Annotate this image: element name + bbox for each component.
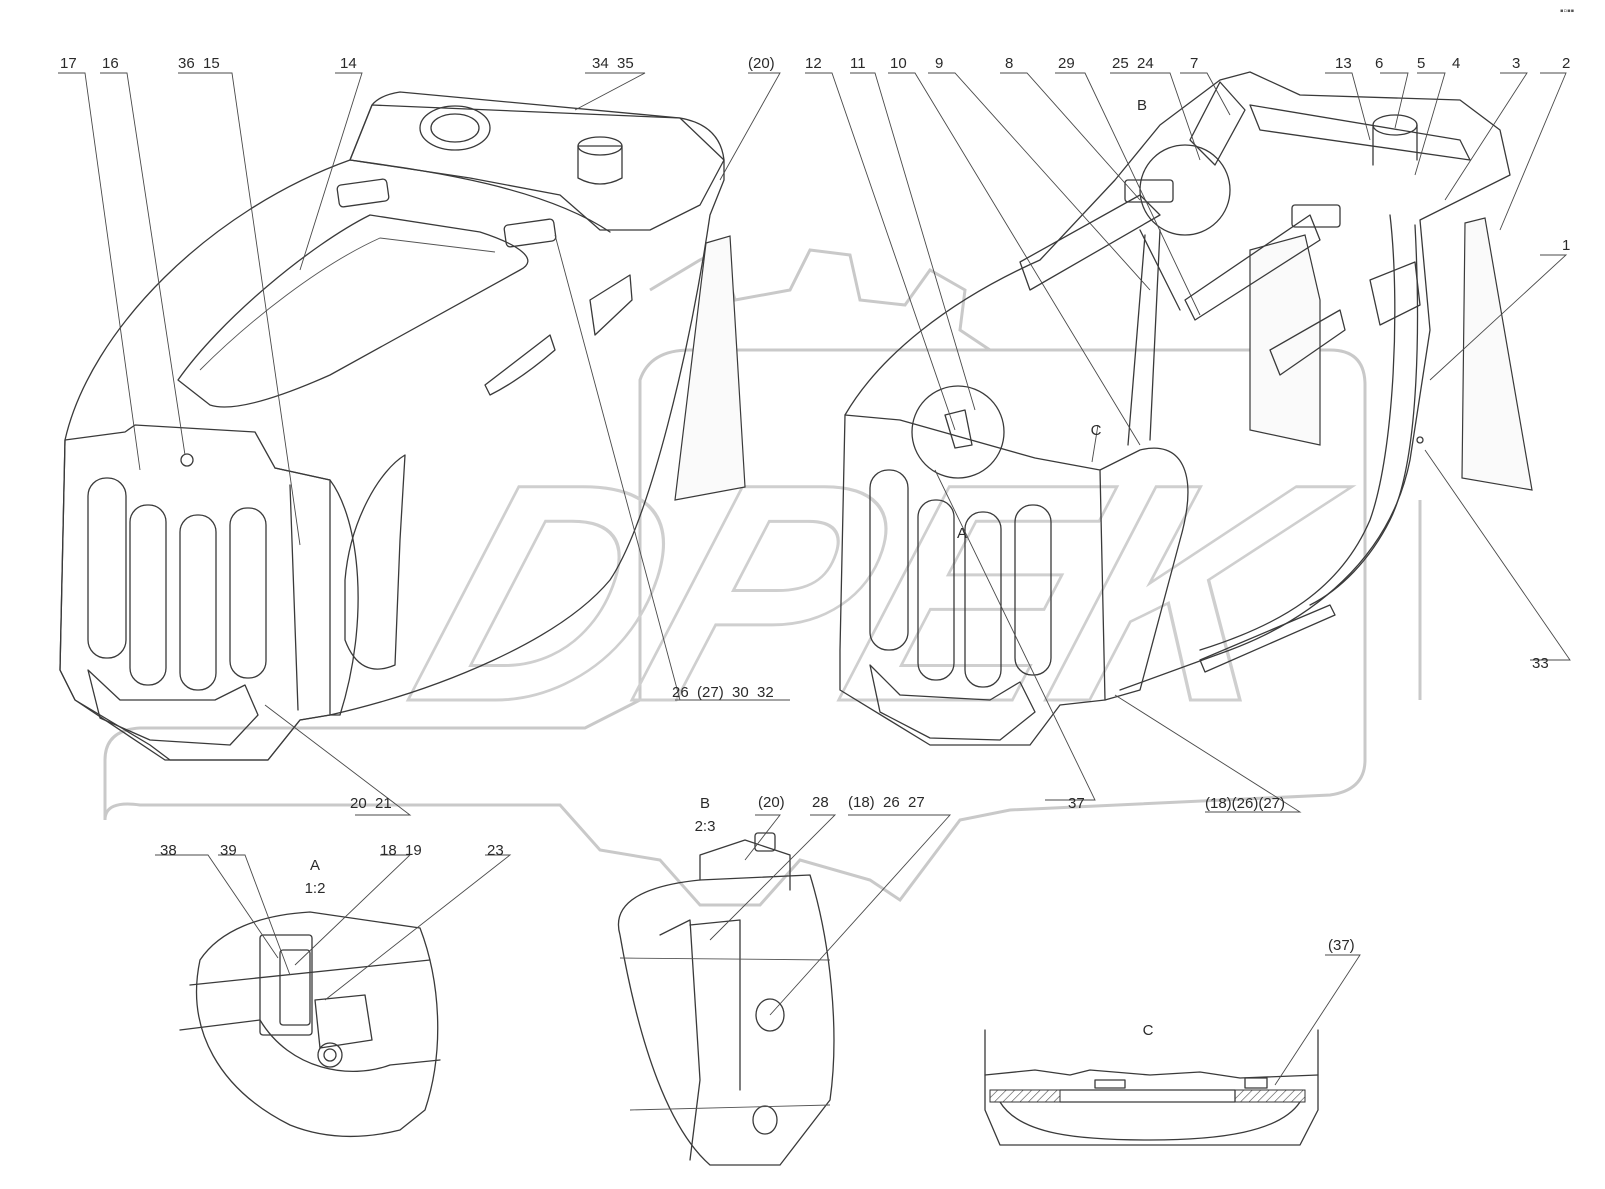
detail-view-b (617, 832, 835, 1166)
callout-3: 3 (1512, 55, 1520, 72)
callout-36-15: 36 15 (178, 55, 220, 72)
detail-view-a (179, 911, 441, 1138)
callout-20-21: 20 21 (350, 795, 392, 812)
callout-2: 2 (1562, 55, 1570, 72)
callout-11: 11 (850, 55, 866, 72)
callout-38: 38 (160, 842, 177, 859)
callout-7: 7 (1190, 55, 1198, 72)
callout-39: 39 (220, 842, 237, 859)
section-hatch-right (1234, 1089, 1306, 1103)
detail-a-name: A (310, 857, 320, 874)
callout-18-26-27-right: (18)(26)(27) (1205, 795, 1285, 812)
callout-12: 12 (805, 55, 822, 72)
callout-9: 9 (935, 55, 943, 72)
callout-34-35: 34 35 (592, 55, 634, 72)
callout-16: 16 (102, 55, 119, 72)
corner-mark: ▪▫▪▪ (1560, 6, 1575, 17)
section-hatch-left (989, 1089, 1061, 1103)
detail-c-name: C (1143, 1022, 1154, 1039)
hood-assembly-left (59, 91, 746, 761)
callout-8: 8 (1005, 55, 1013, 72)
callout-25-24: 25 24 (1112, 55, 1154, 72)
callout-18-26-27-detail-b: (18) 26 27 (848, 794, 925, 811)
callout-37: 37 (1068, 795, 1085, 812)
view-marker-a: A (957, 525, 967, 542)
callout-5: 5 (1417, 55, 1425, 72)
view-marker-b: B (1137, 97, 1147, 114)
callout-13: 13 (1335, 55, 1352, 72)
callout-20-detail-b: (20) (758, 794, 785, 811)
mudguard-slab-left (674, 235, 746, 501)
detail-b-name: B (700, 795, 710, 812)
detail-b-scale: 2:3 (695, 818, 716, 835)
hood-assembly-right (839, 71, 1533, 746)
callout-1: 1 (1562, 237, 1570, 254)
callout-labels: 17 16 36 15 14 34 35 (20) 12 11 10 9 8 2… (60, 55, 1570, 954)
detail-view-c (984, 1029, 1319, 1146)
callout-4: 4 (1452, 55, 1460, 72)
callout-10: 10 (890, 55, 907, 72)
callout-6: 6 (1375, 55, 1383, 72)
callout-28: 28 (812, 794, 829, 811)
view-markers: B C A A 1:2 B 2:3 C (305, 97, 1154, 1039)
view-marker-c: C (1091, 422, 1102, 439)
callout-17: 17 (60, 55, 77, 72)
callout-37-detail-c: (37) (1328, 937, 1355, 954)
callout-23: 23 (487, 842, 504, 859)
detail-a-scale: 1:2 (305, 880, 326, 897)
callout-26-32: 26 (27) 30 32 (672, 684, 774, 701)
callout-14: 14 (340, 55, 357, 72)
leader-lines (58, 72, 1571, 1086)
callout-18-19: 18 19 (380, 842, 422, 859)
callout-33: 33 (1532, 655, 1549, 672)
callout-29: 29 (1058, 55, 1075, 72)
callout-20-top: (20) (748, 55, 775, 72)
